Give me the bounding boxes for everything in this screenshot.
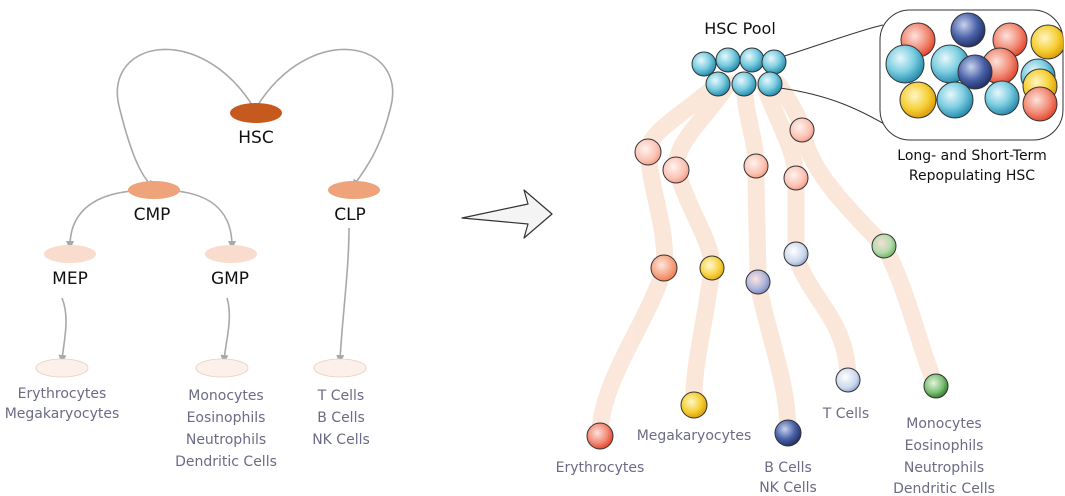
intermediate-cells	[634, 117, 897, 295]
t-cell	[835, 367, 861, 393]
clp-label: CLP	[334, 205, 366, 225]
cmp-node	[128, 181, 180, 199]
megakaryocyte-cell	[680, 391, 708, 419]
right-arrow-icon	[461, 189, 553, 239]
inset-connector-bottom	[779, 87, 887, 126]
mep-node	[44, 245, 96, 263]
mep-to-output-arrow	[58, 297, 67, 364]
track-b-nk	[735, 75, 797, 441]
mep-output-1: Erythrocytes	[18, 386, 107, 402]
clp-to-output-arrow	[336, 227, 350, 364]
track-erythrocytes	[591, 73, 729, 445]
gmp-output-1: Monocytes	[188, 388, 263, 404]
hsc-to-clp-arrow	[255, 48, 394, 189]
mep-label: MEP	[52, 269, 88, 289]
clp-output-1: T Cells	[317, 388, 364, 404]
hsc-label: HSC	[238, 128, 273, 148]
inset-caption-2: Repopulating HSC	[909, 168, 1035, 184]
gmp-output-node	[195, 358, 249, 378]
mep-output-node	[35, 358, 89, 378]
gmp-output-4: Dendritic Cells	[175, 454, 277, 470]
erythrocyte-cell	[586, 422, 614, 450]
myeloid-cell	[923, 373, 949, 399]
gmp-label: GMP	[211, 269, 249, 289]
b-nk-cell	[774, 419, 802, 447]
mep-output-2: Megakaryocytes	[5, 406, 120, 422]
label-eosinophils: Eosinophils	[905, 438, 984, 454]
clp-node	[328, 181, 380, 199]
gmp-output-3: Neutrophils	[186, 432, 266, 448]
track-megakaryocytes	[667, 75, 737, 414]
gmp-node	[205, 245, 257, 263]
inset-caption-1: Long- and Short-Term	[897, 148, 1046, 164]
hsc-inset	[879, 9, 1064, 141]
terminal-cells	[586, 367, 949, 450]
label-megakaryocytes: Megakaryocytes	[637, 428, 752, 444]
label-erythrocytes: Erythrocytes	[556, 460, 645, 476]
inset-connector-top	[771, 24, 884, 61]
label-b-cells: B Cells	[764, 460, 812, 476]
track-t-cells	[755, 75, 857, 389]
gmp-to-output-arrow	[220, 297, 231, 364]
lineage-tracks	[591, 73, 945, 445]
clp-output-3: NK Cells	[312, 432, 370, 448]
cmp-label: CMP	[134, 205, 171, 225]
label-dendritic-cells: Dendritic Cells	[893, 481, 995, 496]
cmp-to-gmp-arrow	[175, 190, 236, 250]
cmp-to-mep-arrow	[66, 190, 133, 250]
label-monocytes: Monocytes	[906, 416, 981, 432]
label-t-cells: T Cells	[822, 406, 869, 422]
hsc-pool-title: HSC Pool	[704, 19, 776, 38]
label-nk-cells: NK Cells	[759, 480, 817, 496]
gmp-output-2: Eosinophils	[187, 410, 266, 426]
hsc-pool-cluster	[691, 47, 787, 97]
hsc-to-cmp-arrow	[116, 48, 255, 189]
clp-output-2: B Cells	[317, 410, 365, 426]
classical-hierarchy: HSC CMP CLP MEP GMP Erythrocytes Megakar…	[5, 48, 394, 470]
label-neutrophils: Neutrophils	[904, 460, 984, 476]
clp-output-node	[313, 358, 367, 378]
clonal-model: HSC Pool Long- and Short-Term	[556, 9, 1064, 496]
hsc-node	[230, 103, 282, 123]
